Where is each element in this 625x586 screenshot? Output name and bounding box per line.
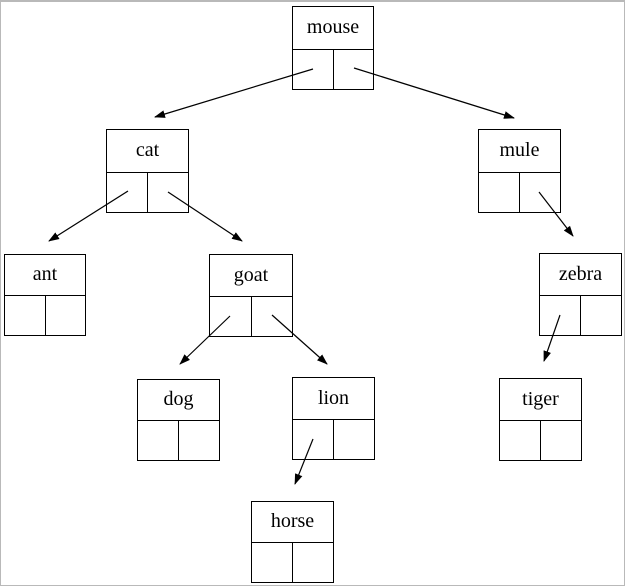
pointer-cells (500, 421, 581, 460)
mule-right-pointer-cell (520, 173, 560, 212)
goat-left-pointer-cell (210, 297, 252, 336)
node-label-zebra: zebra (540, 254, 621, 296)
cat-right-pointer-cell (148, 173, 188, 212)
mouse-left-pointer-cell (293, 50, 334, 89)
tree-node-lion: lion (292, 377, 375, 460)
zebra-left-pointer-cell (540, 296, 581, 335)
tree-node-tiger: tiger (499, 378, 582, 461)
tree-node-goat: goat (209, 254, 293, 337)
node-label-cat: cat (107, 130, 188, 173)
pointer-cells (293, 420, 374, 459)
tree-node-ant: ant (4, 254, 86, 336)
dog-right-pointer-cell (179, 421, 219, 460)
pointer-cells (252, 543, 333, 582)
arrow-mouse-left-to-cat (154, 68, 314, 118)
tree-node-mule: mule (478, 129, 561, 213)
pointer-cells (293, 50, 373, 89)
tree-node-horse: horse (251, 501, 334, 583)
dog-left-pointer-cell (138, 421, 179, 460)
node-label-tiger: tiger (500, 379, 581, 421)
tree-node-zebra: zebra (539, 253, 622, 336)
lion-left-pointer-cell (293, 420, 334, 459)
goat-right-pointer-cell (252, 297, 293, 336)
pointer-cells (210, 297, 292, 336)
tiger-right-pointer-cell (541, 421, 581, 460)
lion-right-pointer-cell (334, 420, 374, 459)
node-label-dog: dog (138, 380, 219, 421)
mouse-right-pointer-cell (334, 50, 374, 89)
node-label-mouse: mouse (293, 7, 373, 50)
zebra-right-pointer-cell (581, 296, 621, 335)
pointer-cells (540, 296, 621, 335)
node-label-mule: mule (479, 130, 560, 173)
ant-left-pointer-cell (5, 296, 46, 335)
mule-left-pointer-cell (479, 173, 520, 212)
horse-right-pointer-cell (293, 543, 333, 582)
node-label-goat: goat (210, 255, 292, 297)
node-label-horse: horse (252, 502, 333, 543)
tiger-left-pointer-cell (500, 421, 541, 460)
pointer-cells (479, 173, 560, 212)
arrow-mouse-right-to-mule (353, 67, 515, 119)
ant-right-pointer-cell (46, 296, 86, 335)
horse-left-pointer-cell (252, 543, 293, 582)
pointer-cells (5, 296, 85, 335)
tree-node-cat: cat (106, 129, 189, 213)
cat-left-pointer-cell (107, 173, 148, 212)
node-label-lion: lion (293, 378, 374, 420)
pointer-cells (138, 421, 219, 460)
tree-node-dog: dog (137, 379, 220, 461)
pointer-cells (107, 173, 188, 212)
tree-node-mouse: mouse (292, 6, 374, 90)
node-label-ant: ant (5, 255, 85, 296)
